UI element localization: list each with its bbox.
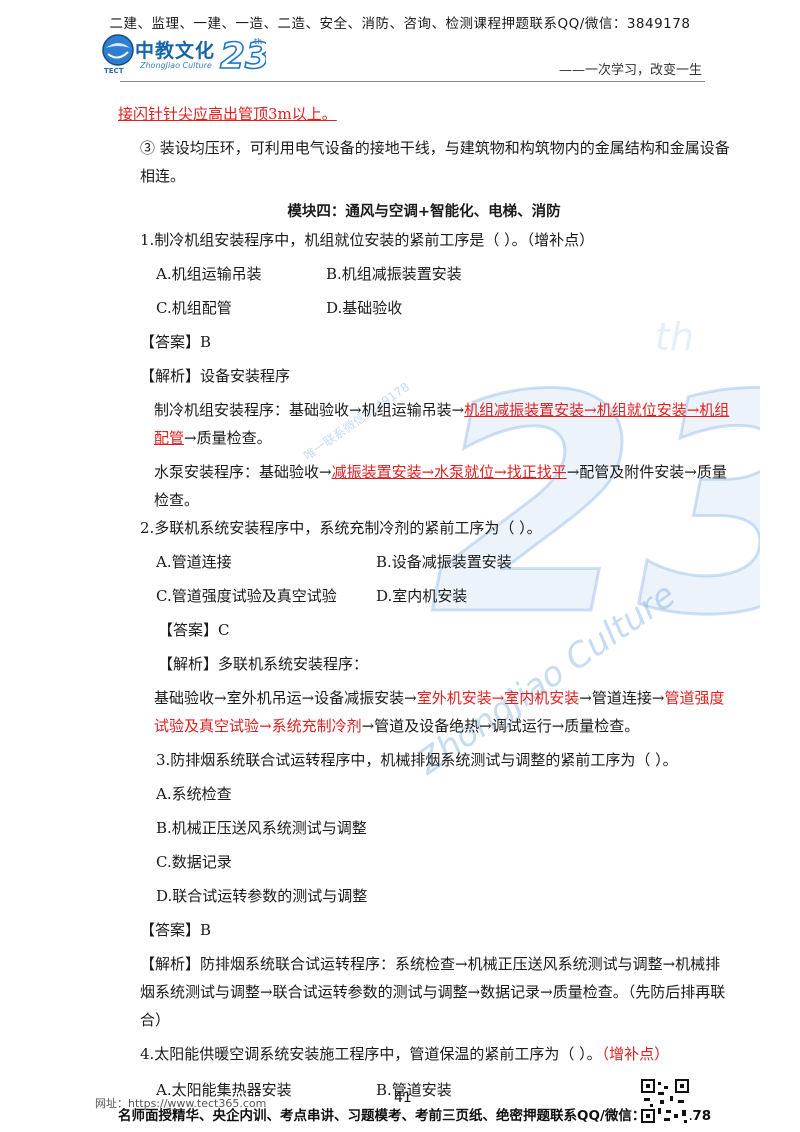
q2-answer: 【答案】C xyxy=(158,621,230,639)
q1-p1-highlight: 机组减振装置安装→机组就位安装→机组配管 xyxy=(154,401,730,447)
q3-option-d: D.联合试运转参数的测试与调整 xyxy=(156,887,368,905)
logo-text: 中教文化 xyxy=(135,40,216,62)
q2-options-row-2: C.管道强度试验及真空试验 D.室内机安装 xyxy=(118,582,730,610)
q4-stem-tag: （增补点） xyxy=(601,1045,670,1063)
q2-p1-highlight: 室外机安装→室内机安装 xyxy=(416,689,580,707)
q2-p2-tail: →管道及设备绝热→调试运行→质量检查。 xyxy=(361,717,640,735)
q1-option-a: A.机组运输吊装 xyxy=(156,265,262,283)
q2-option-a: A.管道连接 xyxy=(156,553,232,571)
q2-p2-highlight: 管道强度试验及真空试验→系统充制冷剂 xyxy=(154,689,725,735)
q3-answer: 【答案】B xyxy=(140,921,212,939)
q1-p2-highlight: 减振装置安装→水泵就位→找正找平 xyxy=(331,463,567,481)
slogan: ——一次学习，改变一生 xyxy=(558,63,702,78)
intro-line: 接闪针针尖应高出管顶3m以上。 xyxy=(118,105,337,123)
q1-options-row-2: C.机组配管 D.基础验收 xyxy=(118,294,730,322)
top-banner: 二建、监理、一建、一造、二造、安全、消防、咨询、检测课程押题联系QQ/微信：38… xyxy=(109,16,691,32)
q2-option-c: C.管道强度试验及真空试验 xyxy=(156,587,337,605)
page-number: 41 xyxy=(394,1090,412,1106)
q4-stem-text: 4.太阳能供暖空调系统安装施工程序中，管道保温的紧前工序为（ ）。 xyxy=(140,1045,602,1063)
q1-p2-text: 水泵安装程序：基础验收→ xyxy=(154,463,332,481)
logo-tect: TECT xyxy=(104,67,124,75)
document-body: 接闪针针尖应高出管顶3m以上。 ③ 装设均压环，可利用电气设备的接地干线，与建筑… xyxy=(118,100,730,1104)
q1-p2-tail: →配管及附件安装→质量检查。 xyxy=(154,463,727,509)
q2-options-row-1: A.管道连接 B.设备减振装置安装 xyxy=(118,548,730,576)
q1-analysis-p1: 制冷机组安装程序：基础验收→机组运输吊装→机组减振装置安装→机组就位安装→机组配… xyxy=(118,396,730,452)
q3-option-a: A.系统检查 xyxy=(156,785,232,803)
q3-option-b: B.机械正压送风系统测试与调整 xyxy=(156,819,367,837)
q1-analysis-p2: 水泵安装程序：基础验收→减振装置安装→水泵就位→找正找平→配管及附件安装→质量检… xyxy=(118,458,730,514)
logo-subtitle: ZhongJiao Culture xyxy=(140,61,212,70)
svg-text:23: 23 xyxy=(220,36,266,76)
q1-stem: 1.制冷机组安装程序中，机组就位安装的紧前工序是（ ）。（增补点） xyxy=(140,231,595,249)
q2-p1-tail: →管道连接→ xyxy=(579,689,665,707)
q2-option-d: D.室内机安装 xyxy=(376,587,468,605)
qr-code-icon xyxy=(640,1078,690,1124)
q1-answer: 【答案】B xyxy=(140,333,212,351)
q4-option-b: B.管道安装 xyxy=(376,1081,452,1099)
q3-stem: 3.防排烟系统联合试运转程序中，机械排烟系统测试与调整的紧前工序为（ ）。 xyxy=(156,751,678,769)
q1-option-d: D.基础验收 xyxy=(326,299,403,317)
globe-icon xyxy=(102,34,134,66)
q3-option-c: C.数据记录 xyxy=(156,853,232,871)
q4-stem: 4.太阳能供暖空调系统安装施工程序中，管道保温的紧前工序为（ ）。（增补点） xyxy=(118,1040,730,1068)
q1-options-row-1: A.机组运输吊装 B.机组减振装置安装 xyxy=(118,260,730,288)
q2-option-b: B.设备减振装置安装 xyxy=(376,553,512,571)
q1-analysis-label: 【解析】设备安装程序 xyxy=(140,367,291,385)
q4-option-a: A.太阳能集热器安装 xyxy=(156,1081,292,1099)
q1-p1-tail: →质量检查。 xyxy=(184,429,272,447)
footer-url: 网址：https://www.tect365.com xyxy=(95,1097,267,1110)
brand-logo: 中教文化 ZhongJiao Culture TECT 23 th xyxy=(100,30,270,82)
q1-option-b: B.机组减振装置安装 xyxy=(326,265,462,283)
q2-p1-text: 基础验收→室外机吊运→设备减振安装→ xyxy=(154,689,417,707)
q4-options-row-1: A.太阳能集热器安装 B.管道安装 xyxy=(118,1076,730,1104)
footer-note: 名师面授精华、央企内训、考点串讲、习题模考、考前三页纸、绝密押题联系QQ/微信：… xyxy=(118,1108,712,1124)
q2-stem: 2.多联机系统安装程序中，系统充制冷剂的紧前工序为（ ）。 xyxy=(140,519,542,537)
q3-analysis: 【解析】防排烟系统联合试运转程序：系统检查→机械正压送风系统测试与调整→机械排烟… xyxy=(140,955,726,1029)
q1-p1-text: 制冷机组安装程序：基础验收→机组运输吊装→ xyxy=(154,401,465,419)
anniversary-23-icon: 23 th xyxy=(219,35,266,76)
svg-text:th: th xyxy=(254,37,262,46)
q2-analysis-p1: 基础验收→室外机吊运→设备减振安装→室外机安装→室内机安装→管道连接→管道强度试… xyxy=(118,684,730,740)
q2-analysis-label: 【解析】多联机系统安装程序： xyxy=(158,655,369,673)
item-3: ③ 装设均压环，可利用电气设备的接地干线，与建筑物和构筑物内的金属结构和金属设备… xyxy=(140,139,730,185)
module-heading: 模块四：通风与空调+智能化、电梯、消防 xyxy=(287,204,561,220)
q1-option-c: C.机组配管 xyxy=(156,299,232,317)
header-divider xyxy=(120,81,705,82)
